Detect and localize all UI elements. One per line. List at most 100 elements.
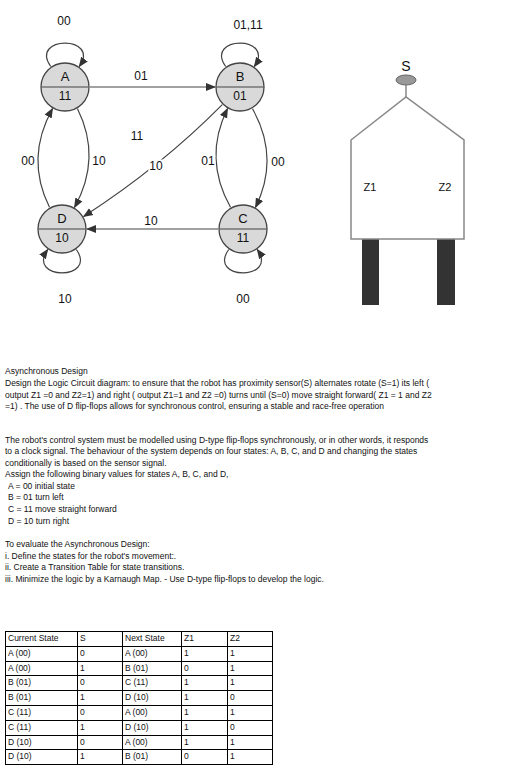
transition-label: 11 — [130, 129, 144, 143]
table-cell: A (00) — [122, 735, 182, 751]
state-name: C — [238, 212, 247, 226]
table-cell: 0 — [77, 735, 123, 751]
divider-line — [39, 228, 86, 229]
body-text-line: output Z1 =0 and Z2=1) and right ( outpu… — [5, 390, 432, 401]
cell-text: 1 — [80, 722, 85, 732]
table-cell: 1 — [77, 749, 123, 765]
cell-text: 0 — [80, 677, 85, 687]
cell-text: 1 — [184, 648, 189, 658]
transition-label: 10 — [143, 215, 158, 228]
circle-outline — [38, 205, 86, 253]
output-name: Z2 — [439, 181, 452, 194]
state-circle: C11 — [218, 204, 268, 254]
body-text-line: i. Define the states for the robot's mov… — [5, 551, 176, 562]
cell-text: Current State — [8, 633, 59, 643]
table-cell: D (10) — [122, 690, 182, 706]
circle-outline — [219, 205, 267, 253]
transition-arrow — [253, 109, 268, 208]
body-text-line: A = 00 initial state — [8, 481, 75, 492]
transition-label: 10 — [91, 155, 106, 168]
table-cell: A (00) — [122, 646, 182, 662]
cell-text: S — [80, 633, 86, 643]
cell-text: Z2 — [230, 633, 240, 643]
cell-text: 1 — [184, 737, 189, 747]
table-cell: 0 — [227, 720, 273, 736]
transition-arrow — [216, 109, 231, 208]
cell-text: Z1 — [184, 633, 194, 643]
table-cell: D (10) — [5, 735, 78, 751]
transition-label: 10 — [148, 160, 163, 173]
wheel-left — [362, 236, 379, 305]
cell-text: B (01) — [8, 692, 31, 702]
table-cell: 1 — [227, 705, 273, 721]
cell-text: C (11) — [125, 677, 148, 687]
cell-text: C (11) — [8, 722, 31, 732]
table-cell: A (00) — [5, 646, 78, 662]
table-cell: 1 — [181, 735, 228, 751]
transition-arrow — [87, 228, 218, 229]
table-cell: C (11) — [122, 675, 182, 691]
state-output: 01 — [233, 89, 246, 103]
cell-text: 1 — [230, 751, 235, 761]
sensor-label: S — [400, 58, 411, 74]
section-heading: Asynchronous Design — [5, 366, 88, 377]
table-cell: 0 — [77, 675, 123, 691]
table-cell: 1 — [227, 675, 273, 691]
body-text-line: ii. Create a Transition Table for state … — [5, 562, 184, 573]
table-cell: 0 — [77, 705, 123, 721]
transition-label: 00 — [56, 15, 71, 28]
cell-text: Next State — [125, 633, 165, 643]
table-header-cell: Next State — [122, 631, 182, 647]
table-cell: B (01) — [122, 749, 182, 765]
cell-text: A (00) — [8, 663, 31, 673]
state-name: B — [236, 70, 245, 84]
table-cell: B (01) — [5, 690, 78, 706]
state-circle: A11 — [40, 62, 90, 112]
wheel-right — [437, 236, 455, 305]
cell-text: A (00) — [8, 648, 31, 658]
state-circle: B 01 — [215, 62, 265, 112]
table-cell: 1 — [181, 675, 228, 691]
body-text-line: iii. Minimize the logic by a Karnaugh Ma… — [5, 574, 324, 585]
sensor-symbol — [396, 75, 416, 85]
cell-text: C (11) — [8, 707, 31, 717]
node-outline — [350, 96, 465, 240]
table-header-cell: Current State — [5, 631, 78, 647]
circle-outline — [216, 63, 264, 111]
cell-text: 0 — [80, 707, 85, 717]
state-name: A — [61, 70, 70, 84]
transition-arrow — [84, 105, 223, 217]
transition-label: 00 — [270, 156, 285, 169]
cell-text: D (10) — [125, 722, 149, 732]
body-text-line: =1) . The use of D flip-flops allows for… — [5, 401, 384, 412]
cell-text: 1 — [230, 677, 235, 687]
body-text-line: D = 10 turn right — [8, 516, 69, 527]
cell-text: 1 — [230, 707, 235, 717]
output-name: Z1 — [364, 181, 377, 194]
body-text-line: C = 11 move straight forward — [8, 504, 117, 515]
table-cell: C (11) — [5, 720, 78, 736]
cell-text: 0 — [230, 722, 235, 732]
table-cell: 0 — [227, 690, 273, 706]
table-cell: 1 — [181, 720, 228, 736]
cell-text: 1 — [230, 648, 235, 658]
table-cell: C (11) — [5, 705, 78, 721]
cell-text: 1 — [80, 751, 85, 761]
cell-text: 0 — [80, 737, 85, 747]
table-cell: A (00) — [122, 705, 182, 721]
cell-text: 0 — [184, 751, 189, 761]
section-heading: To evaluate the Asynchronous Design: — [5, 539, 150, 550]
divider-line — [42, 86, 89, 87]
cell-text: 0 — [80, 648, 85, 658]
transition-label: 10 — [57, 293, 72, 306]
state-circle: D10 — [37, 204, 87, 254]
table-cell: 1 — [181, 690, 228, 706]
cell-text: A (00) — [125, 707, 148, 717]
cell-text: 0 — [230, 692, 235, 702]
cell-text: 1 — [184, 707, 189, 717]
cell-text: A (00) — [125, 737, 148, 747]
cell-text: D (10) — [8, 751, 32, 761]
cell-text: D (10) — [125, 692, 149, 702]
cell-text: 1 — [230, 737, 235, 747]
